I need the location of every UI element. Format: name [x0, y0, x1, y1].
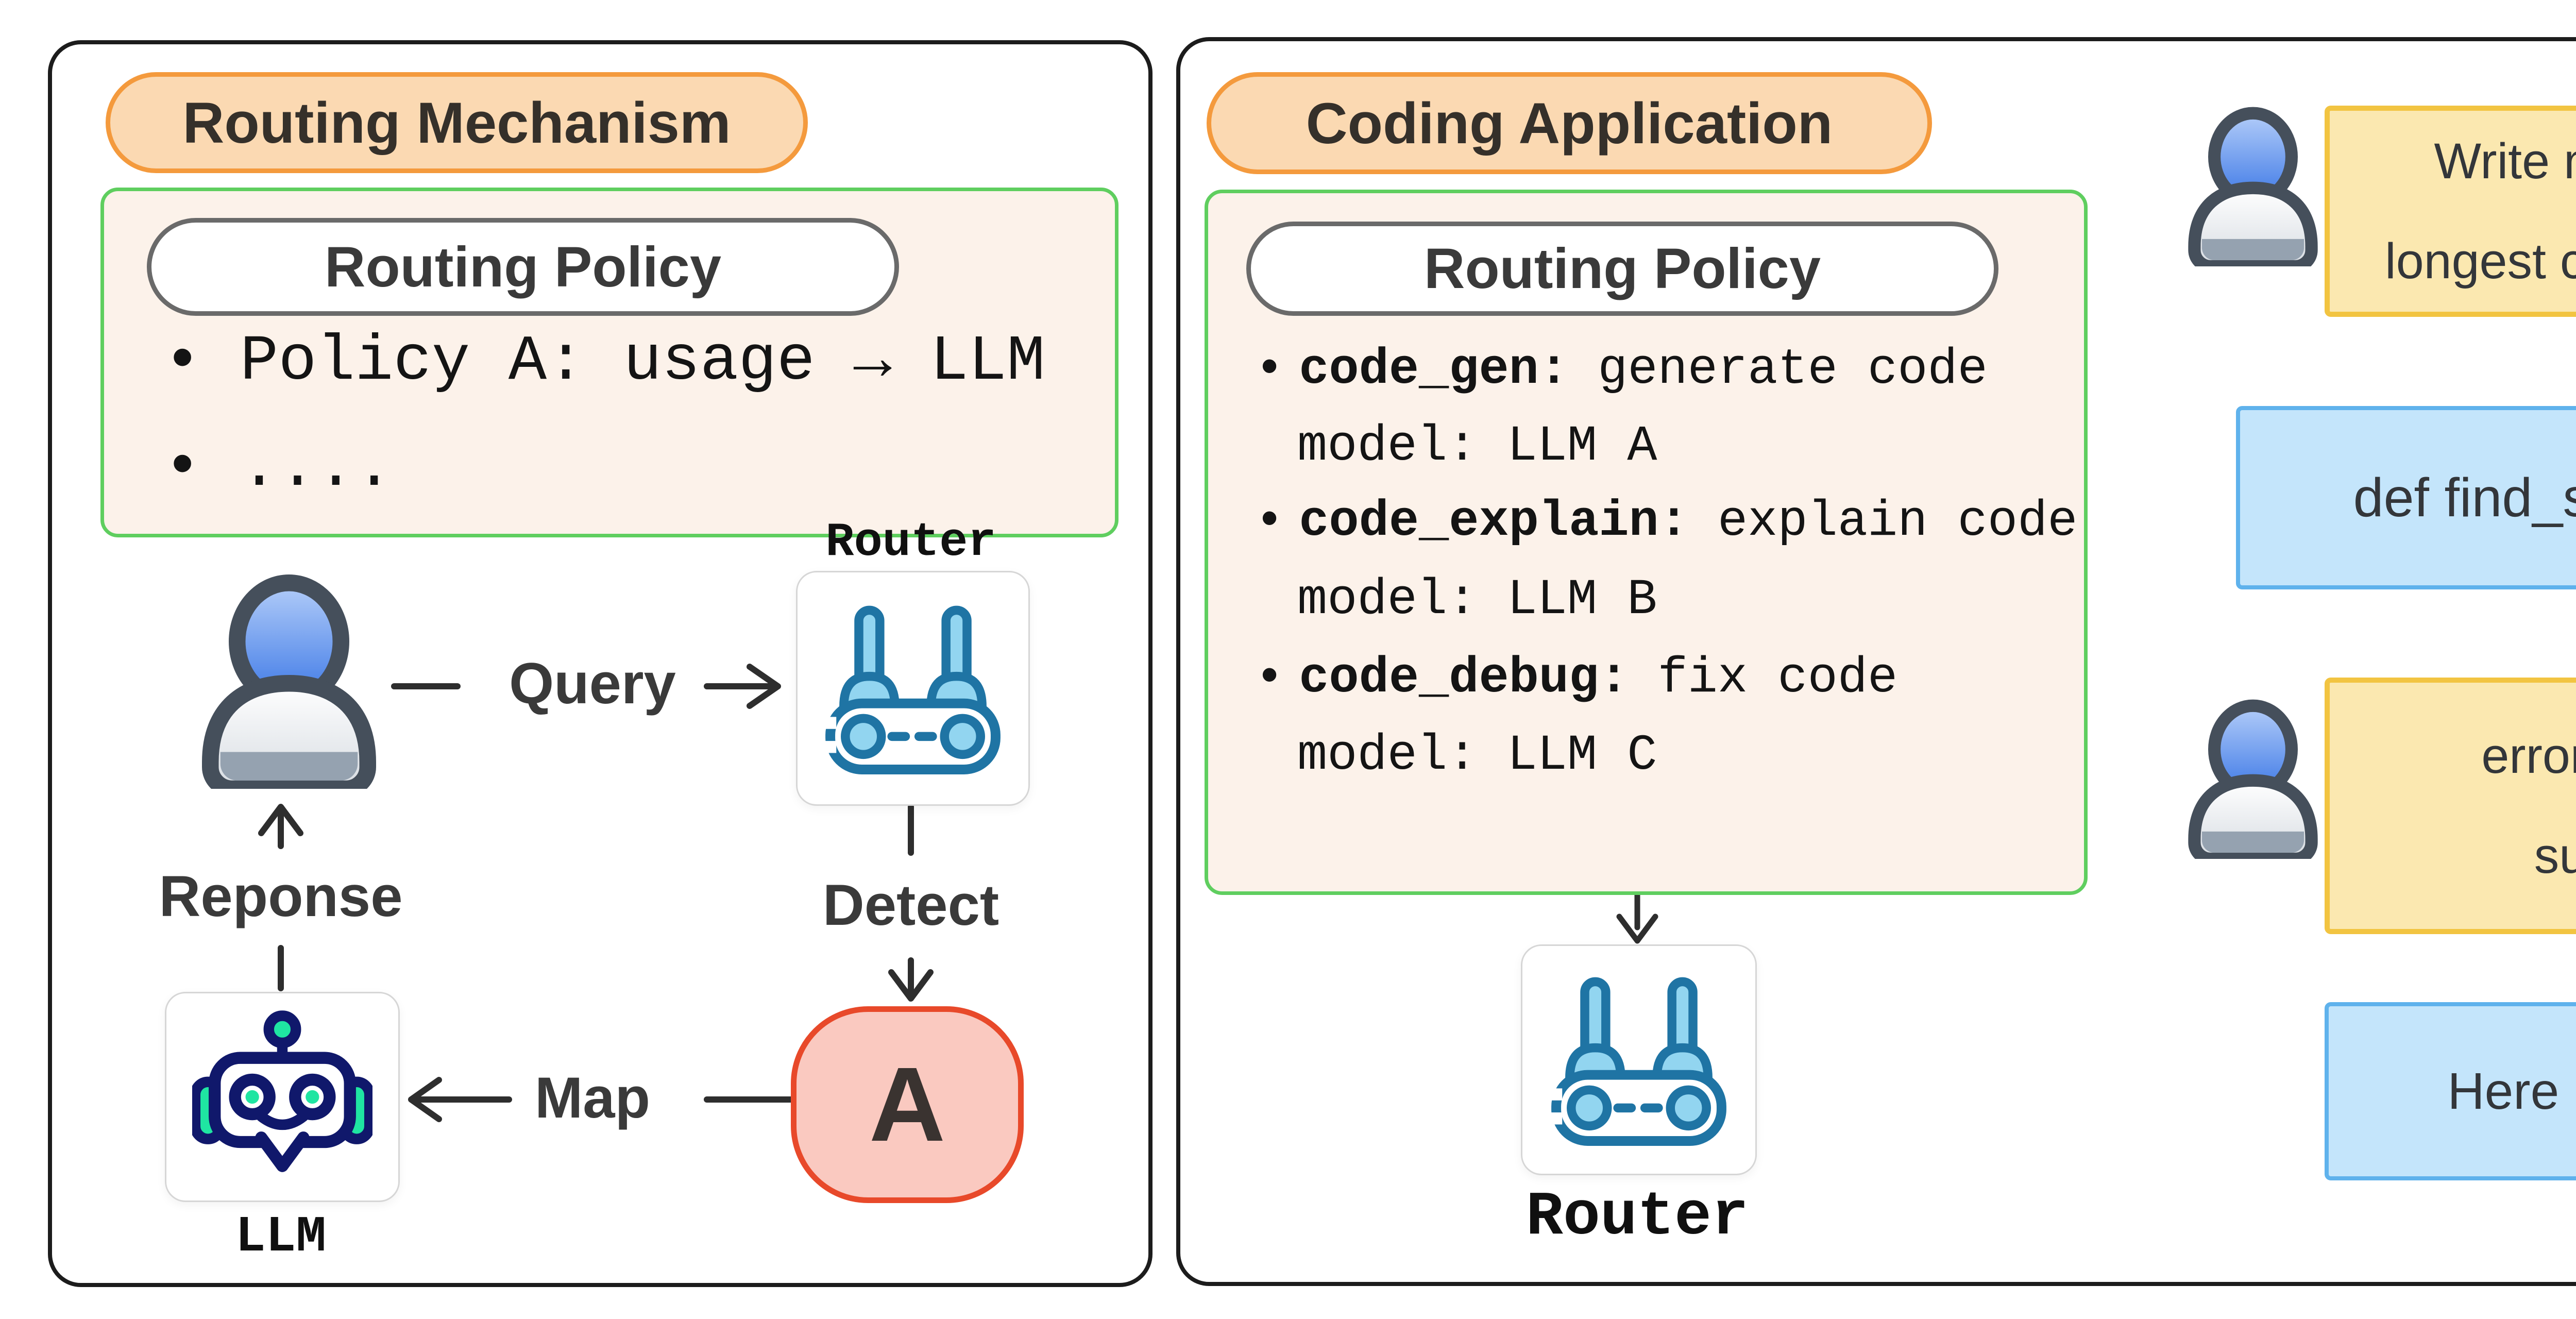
policy-entry-code-gen: •code_gen: generate code [1255, 342, 1988, 398]
coding-application-title: Coding Application [1306, 91, 1833, 156]
routing-policy-box-coding: Routing Policy •code_gen:generate code m… [1205, 190, 2088, 895]
coding-application-title-badge: Coding Application [1207, 72, 1932, 174]
response-to-user-arrow [258, 804, 303, 849]
policy-keyword: code_explain: [1299, 494, 1689, 550]
user-icon-query1 [2178, 102, 2328, 269]
query-to-router-arrow [704, 664, 781, 709]
router-icon-card-coding [1521, 944, 1757, 1175]
query2-bubble: error: object is not subscriptable [2325, 678, 2576, 934]
router-label-left: Router [825, 515, 996, 569]
policy-to-router-arrow [1616, 887, 1658, 944]
query1-bubble: Write me a function to find longest comm… [2325, 106, 2576, 317]
policy-model-c: model: LLM C [1297, 728, 1657, 784]
policy-model-a: model: LLM A [1297, 418, 1657, 475]
policy-model-b: model: LLM B [1297, 572, 1657, 629]
response-label: Reponse [159, 864, 403, 928]
detect-to-class-arrow [888, 957, 934, 1002]
routing-policy-pill-coding: Routing Policy [1246, 222, 1998, 316]
router-icon-card-left [796, 571, 1030, 806]
router-icon [1549, 970, 1729, 1150]
policy-keyword: code_gen: [1299, 342, 1569, 398]
routing-policy-box-left: Routing Policy • Policy A: usage → LLM •… [100, 188, 1118, 537]
policy-entry-code-debug: •code_debug: fix code [1255, 650, 1897, 707]
bullet-glyph: • [1255, 342, 1285, 398]
query-label: Query [509, 651, 676, 716]
query2-line2: subscriptable [2534, 827, 2576, 884]
routing-policy-pill-left: Routing Policy [147, 218, 899, 316]
user-icon [2178, 695, 2328, 859]
policy-desc: generate code [1598, 342, 1988, 398]
policy-entry-code-explain: •code_explain: explain code [1255, 494, 2077, 550]
user-icon [2178, 102, 2328, 266]
policy-desc: fix code [1657, 650, 1898, 707]
map-label: Map [535, 1066, 650, 1130]
query2-line1: error: object is not [2481, 728, 2576, 784]
llm-label-left: LLM [235, 1209, 327, 1266]
routing-policy-title-coding: Routing Policy [1424, 237, 1821, 300]
routing-policy-title-left: Routing Policy [325, 235, 721, 299]
detected-class-badge: A [791, 1006, 1024, 1203]
bullet-glyph: • [1255, 494, 1285, 550]
code-snippet-bubble: def find_subsequence() ... [2236, 406, 2576, 589]
policy-desc: explain code [1717, 494, 2078, 550]
policy-keyword: code_debug: [1299, 650, 1629, 707]
user-icon-left [189, 568, 389, 791]
routing-mechanism-title-badge: Routing Mechanism [106, 72, 808, 173]
robot-icon [192, 1007, 372, 1187]
query1-line2: longest common subsequence [2385, 233, 2576, 289]
detected-class-letter: A [869, 1045, 946, 1163]
policy-line-a: • Policy A: usage → LLM [163, 326, 1045, 398]
user-icon [189, 568, 389, 789]
detect-label: Detect [822, 873, 999, 937]
llm-icon-card-left [165, 992, 400, 1202]
map-to-llm-arrow [408, 1077, 512, 1122]
policy-line-dots: • .... [163, 432, 394, 504]
bullet-glyph: • [1255, 650, 1285, 707]
routing-mechanism-title: Routing Mechanism [182, 90, 731, 155]
query1-line1: Write me a function to find [2434, 133, 2576, 189]
user-icon-query2 [2178, 695, 2328, 861]
router-label-coding: Router [1526, 1182, 1749, 1253]
router-icon [823, 598, 1003, 779]
code-snippet-text: def find_subsequence() ... [2353, 467, 2576, 528]
fix-message-bubble: Here is a fix, you can... [2325, 1002, 2576, 1180]
fix-message-text: Here is a fix, you can... [2447, 1062, 2576, 1120]
